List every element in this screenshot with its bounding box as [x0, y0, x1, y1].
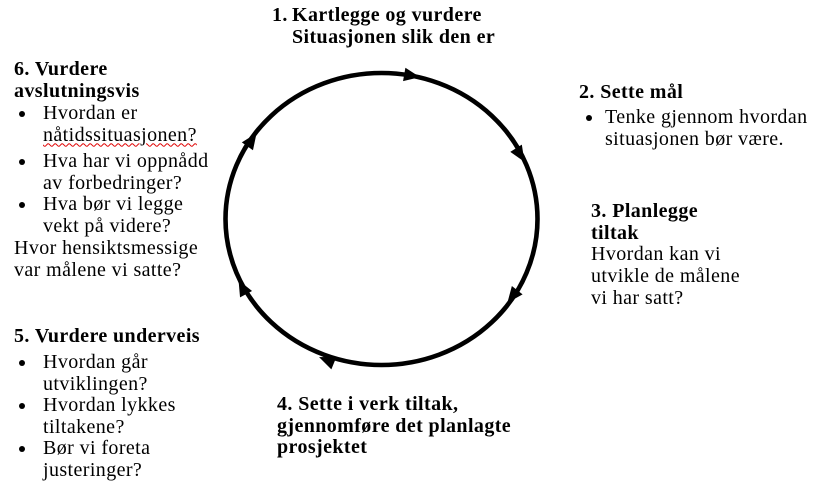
step-5-bullet: Hvordan lykkes tiltakene?	[14, 394, 176, 438]
step-2-bullet-line: situasjonen bør være.	[605, 127, 784, 150]
bullet-icon	[19, 111, 25, 117]
arrowhead-top-icon	[403, 67, 420, 82]
step-6-footer-line: var målene vi satte?	[14, 258, 182, 281]
step-4-heading-line: 4. Sette i verk tiltak,	[277, 393, 459, 415]
step-3-heading-line: 3. Planlegge	[591, 200, 699, 222]
step-6-bullet-line: av forbedringer?	[43, 171, 183, 194]
step-6-bullet-text: Hva bør vi legge vekt på videre?	[43, 193, 184, 237]
step-6-footer: Hvor hensiktsmessige var målene vi satte…	[14, 237, 199, 281]
arrowhead-upper-right-icon	[510, 144, 525, 162]
step-1-heading-line: Situasjonen slik den er	[292, 25, 496, 48]
step-2-bullet-line: Tenke gjennom hvordan	[605, 106, 808, 128]
step-5-bullet-text: Bør vi foreta justeringer?	[43, 437, 151, 481]
step-2-block: 2. Sette mål Tenke gjennom hvordan situa…	[579, 81, 807, 149]
step-6-block: 6. Vurdere avslutningsvis Hvordan er nåt…	[14, 58, 224, 284]
step-5-block: 5. Vurdere underveis Hvordan går utvikli…	[14, 325, 224, 491]
step-6-footer-line: Hvor hensiktsmessige	[14, 237, 199, 259]
step-5-heading: 5. Vurdere underveis	[14, 325, 200, 347]
step-3-heading-line: tiltak	[591, 221, 639, 244]
bullet-icon	[19, 360, 25, 366]
step-5-bullet-text: Hvordan lykkes tiltakene?	[43, 394, 176, 438]
bullet-icon	[19, 403, 25, 409]
arrowhead-lower-right-icon	[507, 285, 523, 303]
step-5-bullet: Bør vi foreta justeringer?	[14, 437, 151, 481]
step-4-block: 4. Sette i verk tiltak, gjennomføre det …	[277, 393, 512, 459]
arrowhead-bottom-icon	[319, 356, 337, 370]
step-6-bullet-line: vekt på videre?	[43, 214, 172, 237]
step-6-bullet: Hvordan er nåtidssituasjonen?	[14, 102, 197, 146]
bullet-icon	[586, 115, 592, 121]
bullet-icon	[19, 159, 25, 165]
step-5-bullet-line: Bør vi foreta	[43, 437, 151, 459]
step-1-heading: Kartlegge og vurdere Situasjonen slik de…	[292, 4, 496, 48]
step-4-heading-line: gjennomføre det planlagte	[277, 414, 512, 437]
step-2-bullet: Tenke gjennom hvordan situasjonen bør væ…	[579, 106, 808, 150]
step-1-number: 1.	[272, 4, 288, 26]
step-3-block: 3. Planlegge tiltak Hvordan kan vi utvik…	[591, 200, 740, 310]
bullet-icon	[19, 202, 25, 208]
step-6-heading-line: avslutningsvis	[14, 79, 140, 102]
step-5-bullet-line: justeringer?	[43, 458, 143, 481]
bullet-icon	[19, 446, 25, 452]
step-6-bullet: Hva har vi oppnådd av forbedringer?	[14, 150, 209, 194]
step-2-bullet-text: Tenke gjennom hvordan situasjonen bør væ…	[605, 106, 808, 150]
cycle-circle	[223, 70, 540, 368]
step-5-bullet-line: utviklingen?	[43, 372, 148, 395]
arrowhead-upper-left-icon	[241, 133, 257, 151]
step-6-bullet-line: Hvordan er	[43, 102, 138, 124]
step-3-body-line: vi har satt?	[591, 286, 684, 309]
step-5-bullet-line: Hvordan lykkes	[43, 394, 176, 416]
step-6-bullet-text: Hvordan er nåtidssituasjonen?	[43, 102, 197, 146]
step-6-bullet-line: Hva bør vi legge	[43, 193, 184, 215]
step-5-bullet-line: Hvordan går	[43, 351, 148, 373]
step-6-bullet: Hva bør vi legge vekt på videre?	[14, 193, 184, 237]
step-5-bullet-text: Hvordan går utviklingen?	[43, 351, 148, 395]
step-4-heading-line: prosjektet	[277, 436, 368, 459]
arrowhead-lower-left-icon	[238, 280, 253, 298]
step-2-heading: 2. Sette mål	[579, 81, 684, 103]
step-6-bullet-text: Hva har vi oppnådd av forbedringer?	[43, 150, 209, 194]
step-6-heading-line: 6. Vurdere	[14, 58, 108, 80]
step-1-block: 1. Kartlegge og vurdere Situasjonen slik…	[272, 4, 496, 48]
step-6-bullet-line-misspelled: nåtidssituasjonen?	[43, 123, 197, 146]
step-5-bullet: Hvordan går utviklingen?	[14, 351, 148, 395]
step-3-body-line: utvikle de målene	[591, 265, 740, 288]
step-3-body-line: Hvordan kan vi	[591, 243, 722, 266]
step-6-bullet-line: Hva har vi oppnådd	[43, 150, 209, 172]
step-5-bullet-line: tiltakene?	[43, 415, 125, 438]
step-1-heading-line: Kartlegge og vurdere	[292, 4, 482, 26]
